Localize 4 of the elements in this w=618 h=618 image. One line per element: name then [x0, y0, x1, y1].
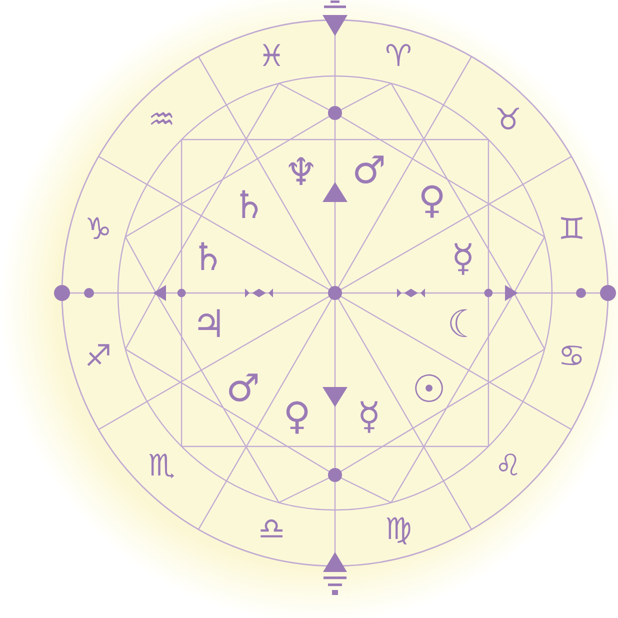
zodiac-sign: ♓	[258, 38, 286, 74]
zodiac-sign: ♎	[258, 512, 286, 548]
zodiac-sign: ♈	[384, 38, 412, 74]
zodiac-sign: ♍	[384, 512, 412, 548]
